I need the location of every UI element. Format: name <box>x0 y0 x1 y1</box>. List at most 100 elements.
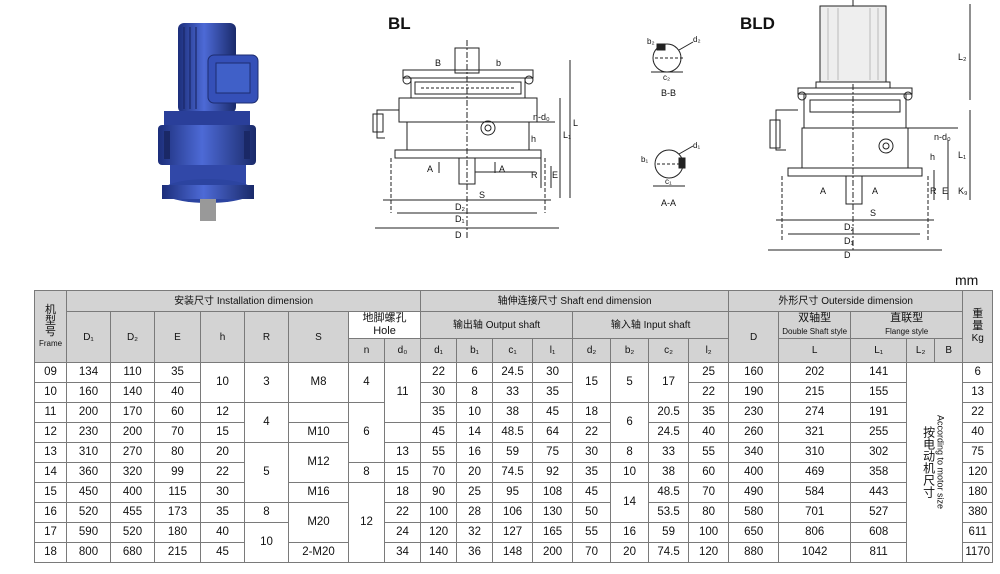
table-row: 15 450 400 115 30 M16 12 18 90 25 95 108… <box>34 482 994 563</box>
cell-E: 173 <box>154 502 201 523</box>
cell-L: 274 <box>778 402 852 423</box>
cell-d0: 15 <box>383 462 422 483</box>
cell-l1: 108 <box>532 482 574 503</box>
cell-n: 6 <box>348 402 385 463</box>
cell-c1: 148 <box>492 542 534 563</box>
cell-d1: 45 <box>420 422 458 443</box>
cell-c2: 20.5 <box>648 402 690 423</box>
cell-D1: 230 <box>66 422 111 443</box>
cell-L1: 811 <box>850 542 908 563</box>
bl-label-S: S <box>479 190 485 200</box>
col-l2: l₂ <box>688 338 730 363</box>
cell-b2: 20 <box>610 542 650 563</box>
cell-D1: 450 <box>66 482 111 503</box>
cell-S: M12 <box>288 442 349 483</box>
col-L1: L₁ <box>850 338 908 363</box>
col-D: D <box>728 311 780 363</box>
col-c1: c₁ <box>492 338 534 363</box>
cell-D: 340 <box>728 442 780 463</box>
bb-label-b: b₂ <box>647 37 655 46</box>
cell-c1: 38 <box>492 402 534 423</box>
cell-c1: 127 <box>492 522 534 543</box>
bl-label-D: D <box>455 230 462 240</box>
cell-d0: 11 <box>383 362 422 423</box>
cell-D2: 400 <box>110 482 155 503</box>
cell-kg: 75 <box>962 442 994 463</box>
cell-b1: 6 <box>456 362 494 383</box>
cell-c1: 106 <box>492 502 534 523</box>
aa-label-c: c₁ <box>665 177 672 186</box>
table-row: 13 310 270 80 20 5 M12 13 55 16 59 75 30… <box>34 442 994 503</box>
bl-label-R: R <box>531 170 538 180</box>
cell-b2: 14 <box>610 482 650 523</box>
col-b2: b₂ <box>610 338 650 363</box>
header-installation: 安装尺寸 Installation dimension <box>65 290 422 312</box>
cell-c1: 33 <box>492 382 534 403</box>
cell-D2: 140 <box>110 382 155 403</box>
cell-L1: 141 <box>850 362 908 383</box>
cell-d1: 35 <box>420 402 458 423</box>
cell-kg: 611 <box>962 522 994 543</box>
cell-l1: 45 <box>532 402 574 423</box>
col-L2: L₂ <box>906 338 936 363</box>
cell-frame: 14 <box>34 462 67 483</box>
cell-l1: 165 <box>532 522 574 543</box>
cell-E: 80 <box>154 442 201 463</box>
cell-L1: 608 <box>850 522 908 543</box>
cell-l2: 40 <box>688 422 730 443</box>
bl-drawing: B b n-d₀ h L L₁ R E A A S D₂ D₁ D <box>355 38 590 253</box>
cell-frame: 17 <box>34 522 67 543</box>
cell-D2: 170 <box>110 402 155 423</box>
col-S: S <box>288 311 349 363</box>
table-row: 17 590 520 180 40 10 24 120 32 127 165 5… <box>34 522 994 563</box>
cell-kg: 1170 <box>962 542 994 563</box>
cell-L: 1042 <box>778 542 852 563</box>
cell-d2: 70 <box>572 542 612 563</box>
cell-c1: 95 <box>492 482 534 503</box>
col-B: B <box>934 338 964 363</box>
cell-b2: 10 <box>610 462 650 483</box>
bl-label-E: E <box>552 170 558 180</box>
cell-b2: 8 <box>610 442 650 463</box>
cell-b1: 25 <box>456 482 494 503</box>
cell-R: 3 <box>244 362 289 403</box>
cell-kg: 22 <box>962 402 994 423</box>
cell-l2: 35 <box>688 402 730 423</box>
cell-kg: 120 <box>962 462 994 483</box>
cell-l2: 80 <box>688 502 730 523</box>
cell-d1: 70 <box>420 462 458 483</box>
bl-label-D1: D₁ <box>455 214 465 224</box>
col-b1: b₁ <box>456 338 494 363</box>
cell-b1: 36 <box>456 542 494 563</box>
cell-L1: 443 <box>850 482 908 503</box>
cell-l1: 35 <box>532 382 574 403</box>
cell-d0: 34 <box>383 542 422 563</box>
cell-d0 <box>383 422 422 443</box>
cell-b1: 32 <box>456 522 494 543</box>
cell-frame: 18 <box>34 542 67 563</box>
cell-b1: 10 <box>456 402 494 423</box>
cell-d2: 45 <box>572 482 612 503</box>
cell-h: 22 <box>200 462 245 483</box>
cell-L: 584 <box>778 482 852 503</box>
cell-L1: 255 <box>850 422 908 443</box>
cell-L: 215 <box>778 382 852 403</box>
cell-b2: 5 <box>610 362 650 403</box>
cell-d2: 55 <box>572 522 612 543</box>
cell-S: M16 <box>288 482 349 503</box>
cell-L1: 302 <box>850 442 908 463</box>
cell-frame: 13 <box>34 442 67 463</box>
table-row: 12 230 200 70 15 M10 45 14 48.5 64 22 24… <box>34 422 994 443</box>
cell-l2: 22 <box>688 382 730 403</box>
header-outerside: 外形尺寸 Outerside dimension <box>728 290 964 312</box>
aa-label-b: b₁ <box>641 155 648 164</box>
bl-title: BL <box>388 14 411 33</box>
table-row: 14 360 320 99 22 8 15 70 20 74.5 92 35 1… <box>34 462 994 483</box>
bld-label-E: E <box>942 186 948 196</box>
cell-n: 12 <box>348 482 385 563</box>
cell-S <box>288 402 349 423</box>
cell-D1: 134 <box>66 362 111 383</box>
